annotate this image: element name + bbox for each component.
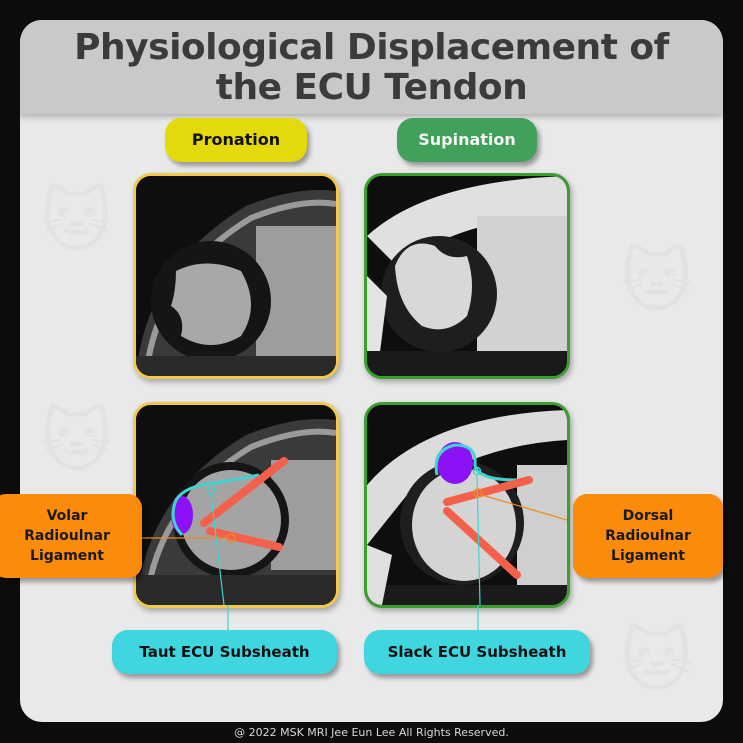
- dorsal-line-3: Ligament: [611, 548, 685, 564]
- dorsal-radioulnar-ligament-label: Dorsal Radioulnar Ligament: [573, 494, 723, 578]
- volar-ligament: [206, 527, 283, 551]
- slack-ecu-subsheath-label: Slack ECU Subsheath: [364, 630, 590, 674]
- copyright-footer: @ 2022 MSK MRI Jee Eun Lee All Rights Re…: [0, 722, 743, 743]
- pronation-mri-annotated: [133, 402, 339, 608]
- title-line-2: the ECU Tendon: [215, 67, 528, 108]
- title-line-1: Physiological Displacement of: [74, 27, 669, 68]
- supination-label: Supination: [397, 118, 537, 162]
- dorsal-line-2: Radioulnar: [605, 528, 691, 544]
- title-band: Physiological Displacement of the ECU Te…: [20, 20, 723, 114]
- volar-ligament: [443, 507, 521, 579]
- page-title: Physiological Displacement of the ECU Te…: [20, 28, 723, 108]
- pronation-mri-plain: [133, 173, 339, 379]
- volar-line-2: Radioulnar: [24, 528, 110, 544]
- dorsal-line-1: Dorsal: [622, 508, 674, 524]
- cat-watermark-icon: 🐱: [40, 180, 113, 262]
- cat-watermark-icon: 🐱: [40, 400, 113, 482]
- volar-radioulnar-ligament-label: Volar Radioulnar Ligament: [0, 494, 142, 578]
- ecu-tendon: [437, 442, 473, 484]
- supination-mri-annotated: [364, 402, 570, 608]
- cat-watermark-icon: 🐱: [620, 620, 693, 702]
- volar-line-1: Volar: [46, 508, 88, 524]
- dorsal-ligament: [443, 476, 533, 506]
- taut-ecu-subsheath-label: Taut ECU Subsheath: [112, 630, 337, 674]
- cat-watermark-icon: 🐱: [620, 240, 693, 322]
- dorsal-ligament: [200, 457, 288, 527]
- supination-mri-plain: [364, 173, 570, 379]
- pronation-label: Pronation: [165, 118, 307, 162]
- slack-subsheath: [434, 443, 518, 482]
- volar-line-3: Ligament: [30, 548, 104, 564]
- taut-subsheath: [171, 473, 260, 537]
